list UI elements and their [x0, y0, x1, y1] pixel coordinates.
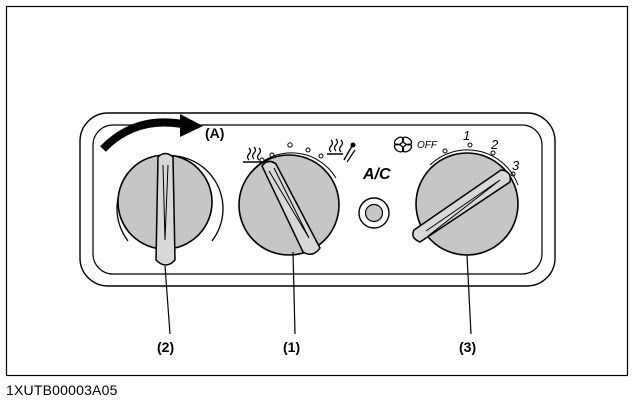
mode-detent-dot [318, 153, 324, 159]
defrost-heat-icon [243, 146, 262, 163]
ac-label: A/C [362, 166, 391, 183]
leader-line-3 [466, 254, 472, 335]
knob-middle-handle-groove [268, 167, 310, 239]
curved-arrow-icon [100, 118, 183, 152]
knob-left-handle-groove [162, 164, 169, 241]
fan-detent-dot [467, 142, 473, 148]
fan-speed-3-label: 3 [512, 158, 520, 173]
knob-left-handle [155, 152, 176, 266]
figure-border [5, 5, 629, 377]
knob-label-3: (3) [459, 339, 476, 355]
knob-right-arc [429, 149, 519, 186]
knob-label-2: (2) [157, 339, 174, 355]
mode-knob[interactable] [238, 142, 340, 256]
ac-button-inner [364, 203, 384, 223]
fan-speed-1-label: 1 [463, 128, 470, 143]
knob-right-handle-groove [425, 179, 501, 237]
curved-arrow-head [180, 114, 203, 137]
leader-line-1 [292, 251, 296, 335]
fan-detent-dot [490, 150, 496, 156]
figure-code: 1XUTB00003A05 [6, 382, 118, 398]
fan-speed-knob[interactable] [412, 142, 519, 256]
knob-label-1: (1) [283, 339, 300, 355]
leader-line-2 [164, 265, 171, 335]
temperature-knob[interactable] [116, 152, 224, 266]
heat-foot-icon [327, 138, 356, 163]
mode-detent-dot [305, 147, 311, 153]
ac-button[interactable] [358, 197, 390, 229]
mode-detent-dot [287, 142, 293, 148]
fan-speed-2-label: 2 [490, 137, 499, 152]
fan-off-label: OFF [417, 140, 438, 151]
arrow-label: (A) [205, 125, 224, 141]
fan-detent-dot [442, 148, 448, 154]
fan-icon [393, 136, 413, 153]
